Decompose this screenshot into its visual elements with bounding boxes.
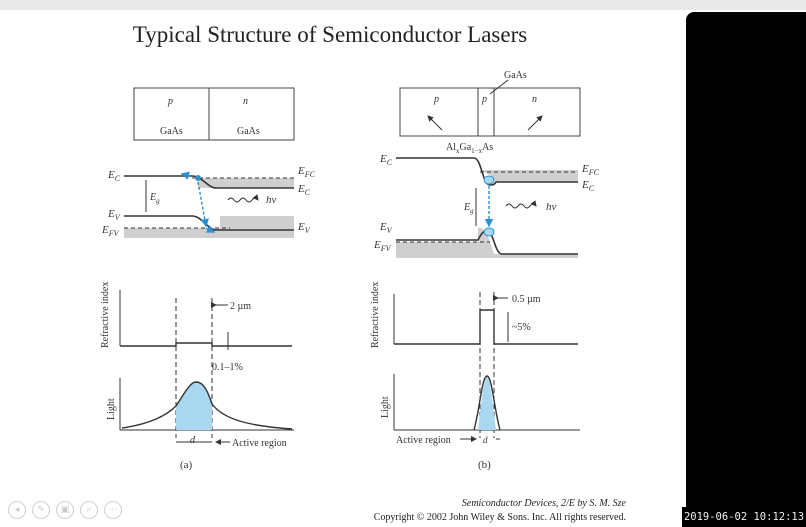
eg-label-b: Eg <box>463 202 474 215</box>
refractive-profile-b <box>394 309 578 345</box>
layer-p-label: p <box>167 96 173 107</box>
light-axis-label-b: Light <box>380 396 391 418</box>
efv-label-b: EFV <box>373 239 392 253</box>
caption-b: (b) <box>478 459 491 471</box>
refractive-axis-label-a: Refractive index <box>100 282 111 348</box>
refractive-axis-label-b: Refractive index <box>370 282 381 348</box>
layer-box-a <box>133 87 295 141</box>
hole-well-b <box>483 227 495 237</box>
light-curve-b <box>473 375 501 431</box>
diag-arrow-left-b <box>427 115 443 131</box>
top-strip <box>0 0 806 10</box>
layer-n-label: n <box>243 96 248 107</box>
credit: Semiconductor Devices, 2/E by S. M. Sze … <box>300 497 626 525</box>
ev-right-label-a: EV <box>297 221 311 235</box>
ec-label-a: EC <box>107 169 121 183</box>
search-icon[interactable]: ⌕ <box>80 501 98 519</box>
valence-fill-b <box>396 227 578 258</box>
panel-b: p p n GaAs AlxGa1−xAs hν EC Eg EV EFV EF… <box>370 70 600 471</box>
photon-label-a: hν <box>266 194 277 206</box>
credit-line-2: Copyright © 2002 John Wiley & Sons. Inc.… <box>373 512 626 523</box>
slides-icon[interactable]: ▣ <box>56 501 74 519</box>
electron-dot-a <box>195 175 201 181</box>
width-label-a: 2 µm <box>230 301 251 312</box>
ec-right-label-a: EC <box>297 183 311 197</box>
active-region-label-a: Active region <box>232 438 287 449</box>
back-icon[interactable]: ◂ <box>8 501 26 519</box>
player-controls: ◂ ✎ ▣ ⌕ ⋯ <box>8 501 122 521</box>
algaas-label-b: AlxGa1−xAs <box>446 142 493 155</box>
laser-structure-figure: p n GaAs GaAs hν EC Eg EV EFV EFC EC EV … <box>100 70 600 471</box>
conduction-fill-b <box>480 170 578 182</box>
layer-p-material: GaAs <box>160 126 183 137</box>
transition-arrow-a <box>197 181 209 228</box>
layer-p-label-b: p <box>433 94 439 105</box>
gaas-label-b: GaAs <box>504 70 527 81</box>
ev-label-a: EV <box>107 208 121 222</box>
conduction-fill-a <box>198 178 294 188</box>
layer-box-b <box>399 87 581 137</box>
light-curve-a <box>121 381 293 430</box>
step-label-a: 0.1–1% <box>212 362 243 373</box>
ec-right-label-b: EC <box>581 179 595 193</box>
layer-n-label-b: n <box>532 94 537 105</box>
layer-middle-label-b: p <box>481 94 487 105</box>
electron-well-b <box>483 175 495 185</box>
photon-wave-a <box>227 194 259 203</box>
slide-title: Typical Structure of Semiconductor Laser… <box>132 22 528 47</box>
active-region-label-b: Active region <box>396 435 451 446</box>
more-icon[interactable]: ⋯ <box>104 501 122 519</box>
eg-label-a: Eg <box>149 192 160 205</box>
caption-a: (a) <box>180 459 193 471</box>
electron-flow-arrow-a <box>180 171 191 180</box>
efv-label-a: EFV <box>101 224 120 238</box>
efc-right-label-a: EFC <box>297 165 316 179</box>
diag-arrow-right-b <box>527 115 543 131</box>
efc-right-label-b: EFC <box>581 163 600 177</box>
valence-fill-a <box>124 216 294 238</box>
step-label-b: ~5% <box>512 322 531 333</box>
layer-n-material: GaAs <box>237 126 260 137</box>
slide <box>0 10 686 527</box>
credit-line-1: Semiconductor Devices, 2/E by S. M. Sze <box>461 498 626 509</box>
light-axis-label-a: Light <box>106 398 117 420</box>
photon-label-b: hν <box>546 201 557 213</box>
video-side-panel <box>686 12 806 527</box>
pen-icon[interactable]: ✎ <box>32 501 50 519</box>
ec-label-b: EC <box>379 153 393 167</box>
timestamp: 2019-06-02 10:12:13 <box>682 507 806 527</box>
light-fill-a <box>176 382 212 430</box>
panel-a: p n GaAs GaAs hν EC Eg EV EFV EFC EC EV … <box>100 87 316 471</box>
photon-wave-b <box>505 200 537 209</box>
d-label-b: d <box>483 435 488 445</box>
gaas-pointer-b <box>489 79 509 95</box>
width-label-b: 0.5 µm <box>512 294 541 305</box>
hole-flow-arrow-a <box>205 225 216 233</box>
conduction-band-a <box>124 175 294 189</box>
d-label-a: d <box>190 435 196 446</box>
light-fill-b <box>478 376 496 430</box>
refractive-profile-a <box>120 342 292 347</box>
ev-label-b: EV <box>379 221 393 235</box>
